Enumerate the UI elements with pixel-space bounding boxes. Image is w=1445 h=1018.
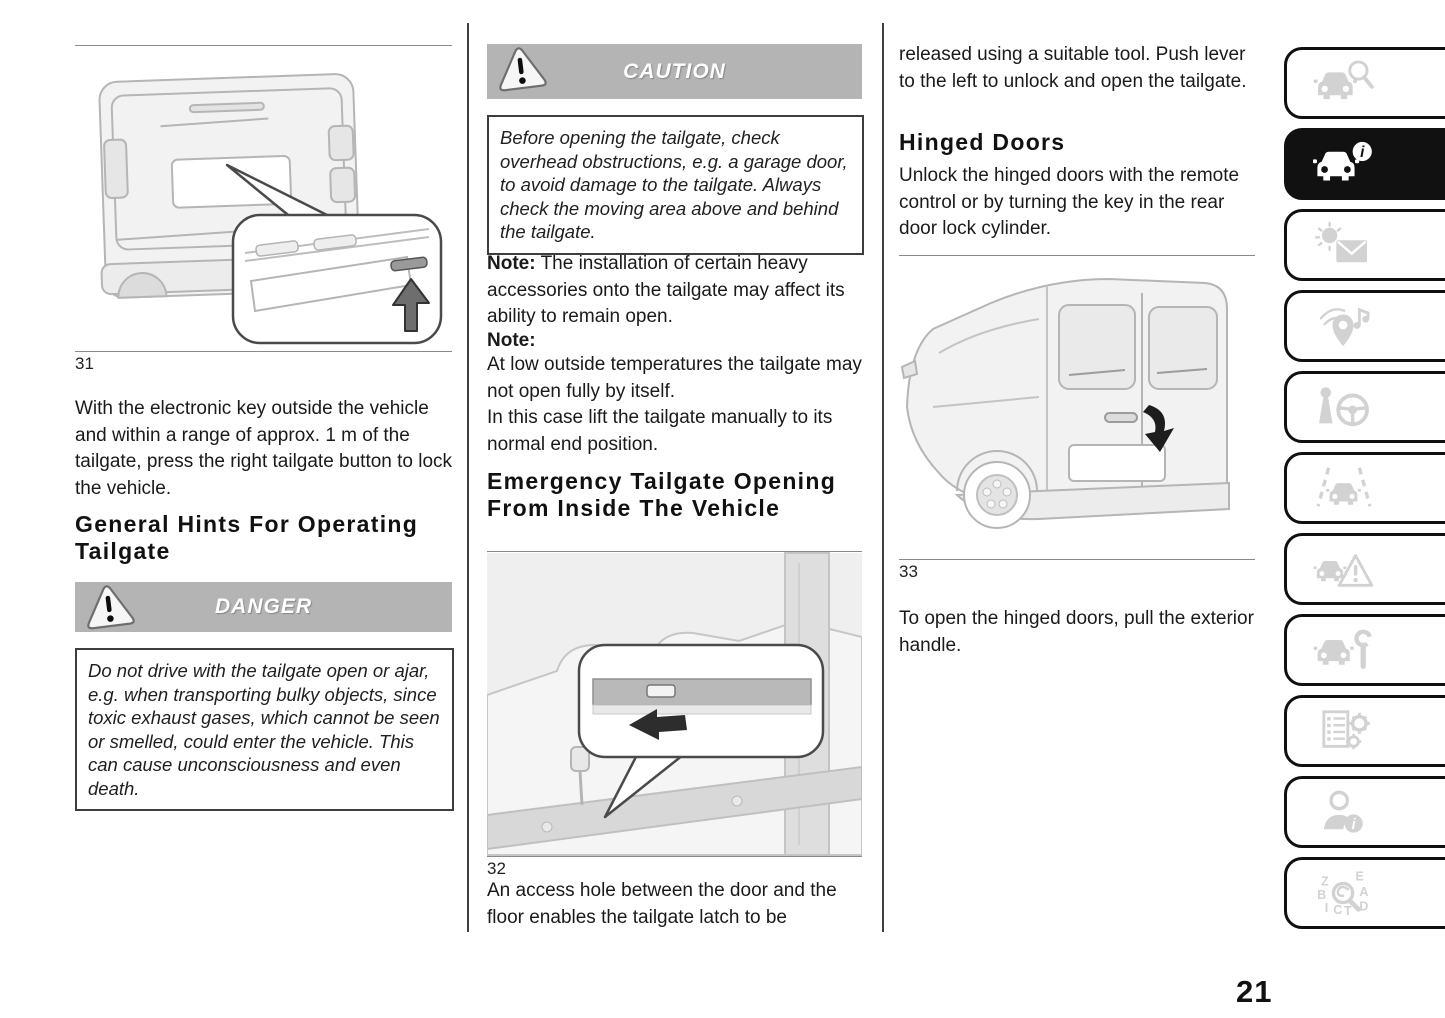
svg-text:C: C — [1333, 903, 1342, 917]
note-label: Note: — [487, 253, 536, 274]
tab-technical-data[interactable] — [1284, 695, 1445, 767]
danger-title: DANGER — [214, 595, 312, 618]
tab-car-info[interactable]: i — [1284, 128, 1445, 200]
tab-service-maintenance[interactable] — [1284, 614, 1445, 686]
svg-text:A: A — [1359, 885, 1368, 899]
warning-triangle-icon — [83, 582, 135, 630]
figure-32-label: 32 — [487, 859, 506, 878]
note-text: The installation of certain heavy access… — [487, 253, 845, 327]
note-label-2: Note: — [487, 330, 536, 351]
paragraph-access-hole: An access hole between the door and the … — [487, 880, 837, 928]
note-heavy-accessories: Note:The installation of certain heavy a… — [487, 251, 867, 331]
warning-triangle-icon — [495, 44, 547, 92]
figure-33-hinged-doors — [899, 255, 1255, 560]
spec-list-gears-icon — [1322, 710, 1370, 750]
heading-general-hints: General Hints For Operating Tailgate — [75, 511, 419, 564]
car-info-icon: i — [1313, 141, 1372, 181]
section-tab-sidebar: i — [1284, 47, 1445, 929]
svg-text:B: B — [1317, 888, 1326, 902]
gearshift-steering-icon — [1319, 387, 1369, 427]
paragraph-open-hinged: To open the hinged doors, pull the exter… — [899, 608, 1254, 656]
figure-33-label: 33 — [899, 562, 918, 581]
caution-text-box: Before opening the tailgate, check overh… — [487, 115, 864, 255]
svg-text:Z: Z — [1321, 874, 1329, 888]
tab-navigation-audio[interactable] — [1284, 290, 1445, 362]
column-divider — [882, 23, 884, 932]
svg-text:T: T — [1344, 904, 1352, 917]
tab-customer-information[interactable]: i — [1284, 776, 1445, 848]
danger-text-box: Do not drive with the tailgate open or a… — [75, 648, 454, 811]
tab-driving-controls[interactable] — [1284, 371, 1445, 443]
paragraph-unlock-hinged: Unlock the hinged doors with the remote … — [899, 165, 1240, 239]
car-wrench-icon — [1313, 629, 1373, 669]
car-lane-markings-icon — [1316, 467, 1372, 507]
note-lift-manually: In this case lift the tailgate manually … — [487, 407, 833, 455]
svg-text:i: i — [1360, 144, 1365, 161]
paragraph-electronic-key: With the electronic key outside the vehi… — [75, 398, 453, 499]
caution-bar: CAUTION — [487, 44, 862, 99]
tab-driver-assistance[interactable] — [1284, 452, 1445, 524]
tab-emergency[interactable] — [1284, 533, 1445, 605]
car-warning-triangle-icon — [1313, 554, 1374, 587]
figure-32-interior-latch — [487, 551, 862, 857]
page-number: 21 — [1236, 974, 1273, 1009]
sun-envelope-icon — [1314, 221, 1368, 263]
tab-lights-messages[interactable] — [1284, 209, 1445, 281]
paragraph-released-tool: released using a suitable tool. Push lev… — [899, 44, 1247, 92]
figure-31-label: 31 — [75, 354, 94, 373]
person-info-icon: i — [1323, 790, 1363, 833]
caution-title: CAUTION — [623, 59, 726, 83]
svg-text:D: D — [1359, 899, 1368, 913]
danger-bar: DANGER — [75, 582, 452, 632]
svg-text:E: E — [1356, 870, 1364, 884]
svg-text:i: i — [1352, 817, 1357, 833]
column-divider — [467, 23, 469, 932]
heading-emergency-tailgate: Emergency Tailgate Opening From Inside T… — [487, 468, 837, 521]
figure-31-tailgate-button — [75, 45, 452, 352]
location-music-icon — [1319, 307, 1370, 347]
heading-hinged-doors: Hinged Doors — [899, 129, 1066, 155]
tab-car-overview[interactable] — [1284, 47, 1445, 119]
note-low-temperatures: At low outside temperatures the tailgate… — [487, 354, 862, 402]
svg-text:I: I — [1325, 901, 1328, 915]
car-magnifier-icon — [1313, 60, 1374, 100]
